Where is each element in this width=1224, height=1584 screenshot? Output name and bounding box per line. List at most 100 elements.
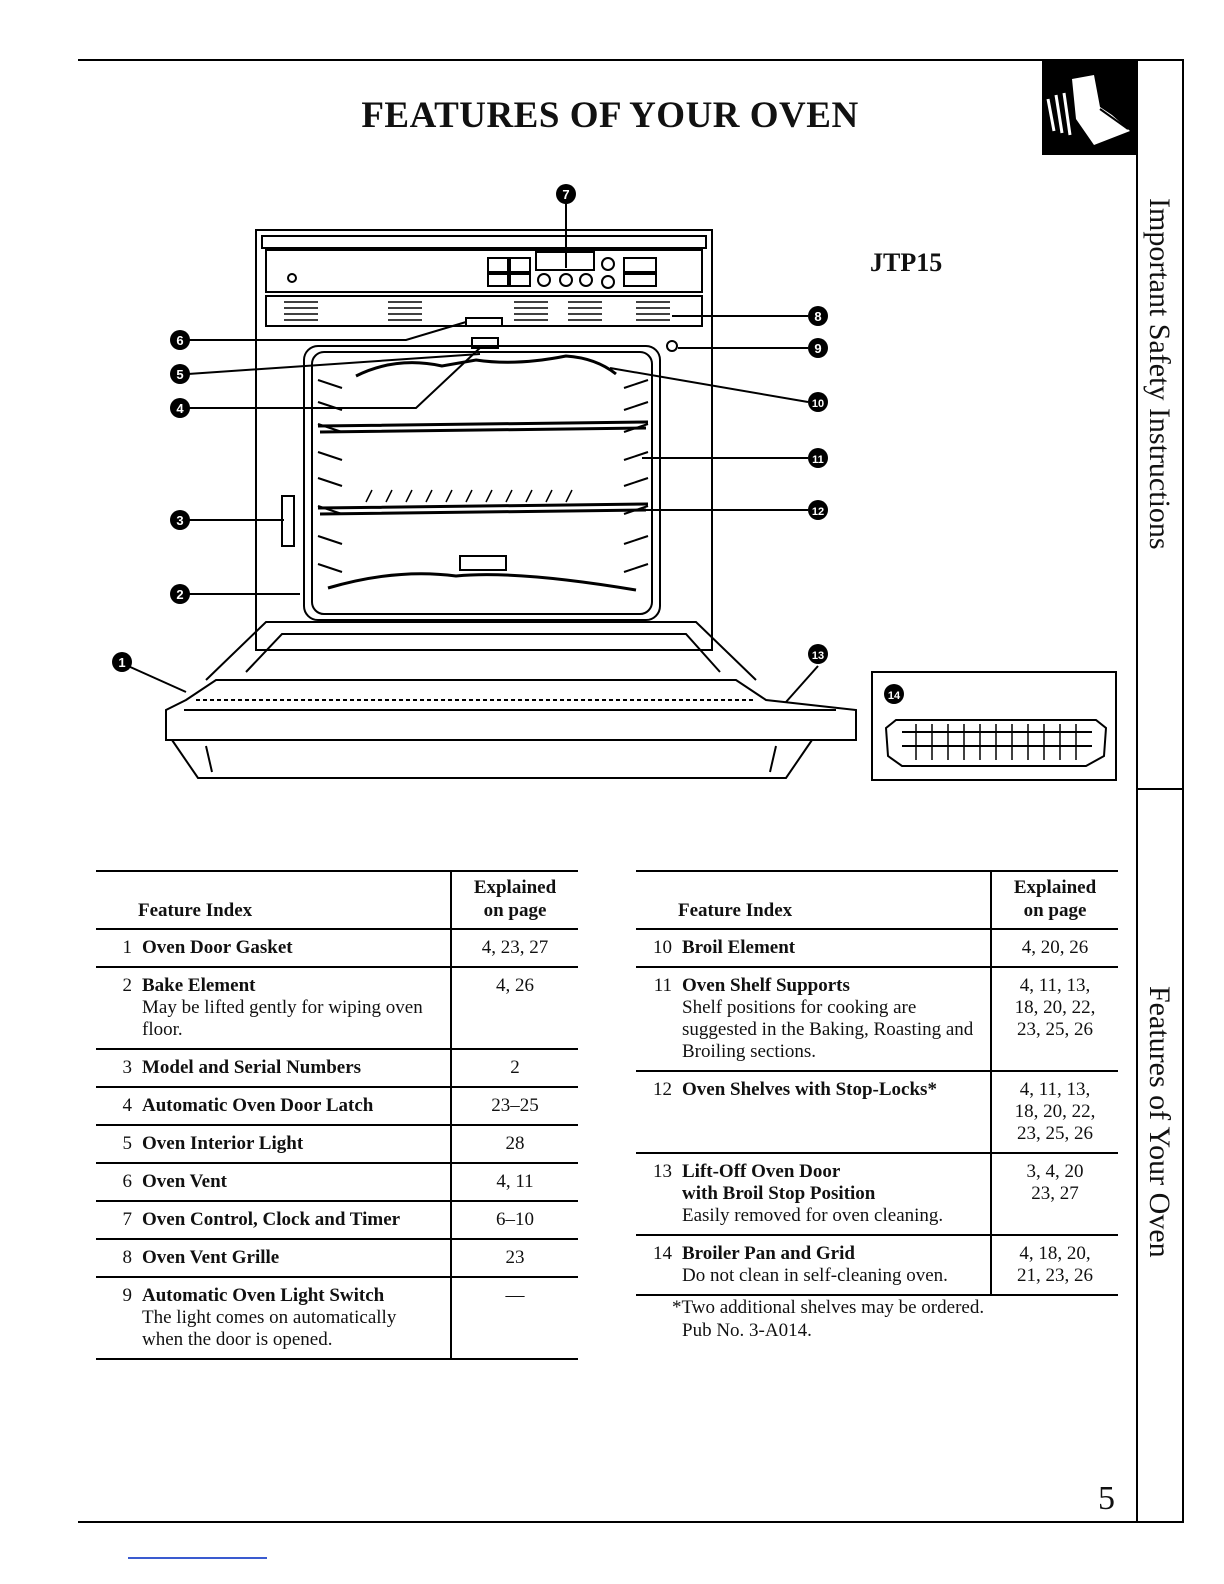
header-explained: Explained on page <box>990 870 1118 930</box>
feature-pages: 4, 11, 13, <box>1019 1079 1091 1100</box>
row-number: 3 <box>96 1049 138 1088</box>
table-row: 6 Oven Vent 4, 11 <box>96 1163 578 1202</box>
row-number: 9 <box>96 1277 138 1360</box>
callout-3-label: 3 <box>176 513 183 528</box>
callout-14: 14 <box>884 684 904 704</box>
callout-4-label: 4 <box>176 401 184 416</box>
feature-name: Broil Element <box>682 937 796 958</box>
feature-name: Oven Vent Grille <box>142 1247 280 1268</box>
feature-name: Bake Element <box>142 975 256 996</box>
side-tab-features-label: Features of Your Oven <box>1143 986 1176 1258</box>
callout-10: 10 <box>808 392 828 412</box>
callout-14-label: 14 <box>888 690 901 702</box>
feature-pages: 23, 27 <box>1031 1183 1079 1204</box>
callout-13: 13 <box>808 644 828 664</box>
feature-name: Oven Interior Light <box>142 1133 304 1154</box>
callout-8: 8 <box>808 306 828 326</box>
table-row: 3 Model and Serial Numbers 2 <box>96 1049 578 1088</box>
callout-2-label: 2 <box>176 587 183 602</box>
model-number: JTP15 <box>870 248 943 277</box>
bottom-rule <box>78 1521 1184 1523</box>
feature-pages: 4, 18, 20, <box>1019 1243 1091 1264</box>
link-underline[interactable] <box>128 1557 267 1559</box>
callout-8-label: 8 <box>814 309 821 324</box>
feature-index-table-right: Feature Index Explained on page 10 Broil… <box>636 870 1118 1296</box>
feature-name: Model and Serial Numbers <box>142 1057 362 1078</box>
table-row: 5 Oven Interior Light 28 <box>96 1125 578 1164</box>
callout-4: 4 <box>170 398 190 418</box>
pointing-hand-icon <box>1042 59 1138 155</box>
feature-name: Oven Vent <box>142 1171 227 1192</box>
callout-1: 1 <box>112 652 132 672</box>
table-row: 13 Lift-Off Oven Door with Broil Stop Po… <box>636 1153 1118 1236</box>
footnote-line: Pub No. 3-A014. <box>682 1320 812 1341</box>
feature-pages: 23–25 <box>491 1095 539 1116</box>
callout-9-label: 9 <box>814 341 821 356</box>
header-explained: Explained on page <box>450 870 578 930</box>
row-number: 10 <box>636 929 678 968</box>
callout-5: 5 <box>170 364 190 384</box>
callout-5-label: 5 <box>176 367 183 382</box>
feature-name: Automatic Oven Door Latch <box>142 1095 374 1116</box>
feature-name: Broiler Pan and Grid <box>682 1243 855 1264</box>
table-row: 12 Oven Shelves with Stop-Locks* 4, 11, … <box>636 1071 1118 1154</box>
feature-name: Lift-Off Oven Door <box>682 1161 841 1182</box>
row-number: 6 <box>96 1163 138 1202</box>
row-number: 12 <box>636 1071 678 1154</box>
feature-name: Oven Door Gasket <box>142 937 293 958</box>
feature-pages: 4, 23, 27 <box>481 937 549 958</box>
footnote: *Two additional shelves may be ordered. … <box>672 1296 984 1342</box>
callout-3: 3 <box>170 510 190 530</box>
feature-description: May be lifted gently for wiping oven flo… <box>142 997 423 1040</box>
callout-2: 2 <box>170 584 190 604</box>
callout-6-label: 6 <box>176 333 183 348</box>
table-row: 14 Broiler Pan and Grid Do not clean in … <box>636 1235 1118 1296</box>
table-row: 11 Oven Shelf Supports Shelf positions f… <box>636 967 1118 1072</box>
oven-diagram: 7 6 5 4 3 2 1 8 9 10 11 12 13 14 <box>112 184 1117 781</box>
side-tab-divider <box>1136 788 1184 790</box>
feature-name: Automatic Oven Light Switch <box>142 1285 385 1306</box>
right-border <box>1182 59 1184 1523</box>
feature-pages: 21, 23, 26 <box>1017 1265 1093 1286</box>
feature-pages: 4, 11 <box>496 1171 534 1192</box>
side-tab-safety-label: Important Safety Instructions <box>1143 198 1176 550</box>
row-number: 2 <box>96 967 138 1050</box>
side-tab-border <box>1136 59 1138 1523</box>
row-number: 5 <box>96 1125 138 1164</box>
feature-pages: 23 <box>505 1247 525 1268</box>
row-number: 4 <box>96 1087 138 1126</box>
feature-description: Easily removed for oven cleaning. <box>682 1205 944 1226</box>
footnote-line: *Two additional shelves may be ordered. <box>672 1297 985 1318</box>
feature-pages: 18, 20, 22, <box>1014 1101 1096 1122</box>
table-row: 4 Automatic Oven Door Latch 23–25 <box>96 1087 578 1126</box>
feature-pages: 23, 25, 26 <box>1017 1019 1093 1040</box>
feature-pages: 4, 26 <box>496 975 534 996</box>
top-rule <box>78 59 1184 61</box>
table-row: 7 Oven Control, Clock and Timer 6–10 <box>96 1201 578 1240</box>
feature-name: Oven Shelves with Stop-Locks* <box>682 1079 937 1100</box>
feature-pages: — <box>505 1285 525 1306</box>
callout-1-label: 1 <box>118 655 125 670</box>
page-number: 5 <box>1098 1480 1115 1517</box>
callout-10-label: 10 <box>812 398 824 410</box>
feature-index-table-left: Feature Index Explained on page 1 Oven D… <box>96 870 578 1360</box>
feature-description: Shelf positions for cooking are suggeste… <box>682 997 974 1062</box>
row-number: 7 <box>96 1201 138 1240</box>
feature-name: Oven Shelf Supports <box>682 975 850 996</box>
row-number: 11 <box>636 967 678 1072</box>
feature-pages: 2 <box>510 1057 520 1078</box>
page-title: FEATURES OF YOUR OVEN <box>361 95 859 136</box>
header-feature-index: Feature Index <box>96 870 451 930</box>
feature-pages: 18, 20, 22, <box>1014 997 1096 1018</box>
feature-pages: 23, 25, 26 <box>1017 1123 1093 1144</box>
callout-11: 11 <box>808 448 828 468</box>
callout-11-label: 11 <box>812 454 824 466</box>
row-number: 14 <box>636 1235 678 1296</box>
row-number: 13 <box>636 1153 678 1236</box>
callout-6: 6 <box>170 330 190 350</box>
callout-9: 9 <box>808 338 828 358</box>
table-row: 9 Automatic Oven Light Switch The light … <box>96 1277 578 1360</box>
feature-pages: 28 <box>505 1133 525 1154</box>
feature-pages: 4, 11, 13, <box>1019 975 1091 996</box>
callout-13-label: 13 <box>812 650 824 662</box>
